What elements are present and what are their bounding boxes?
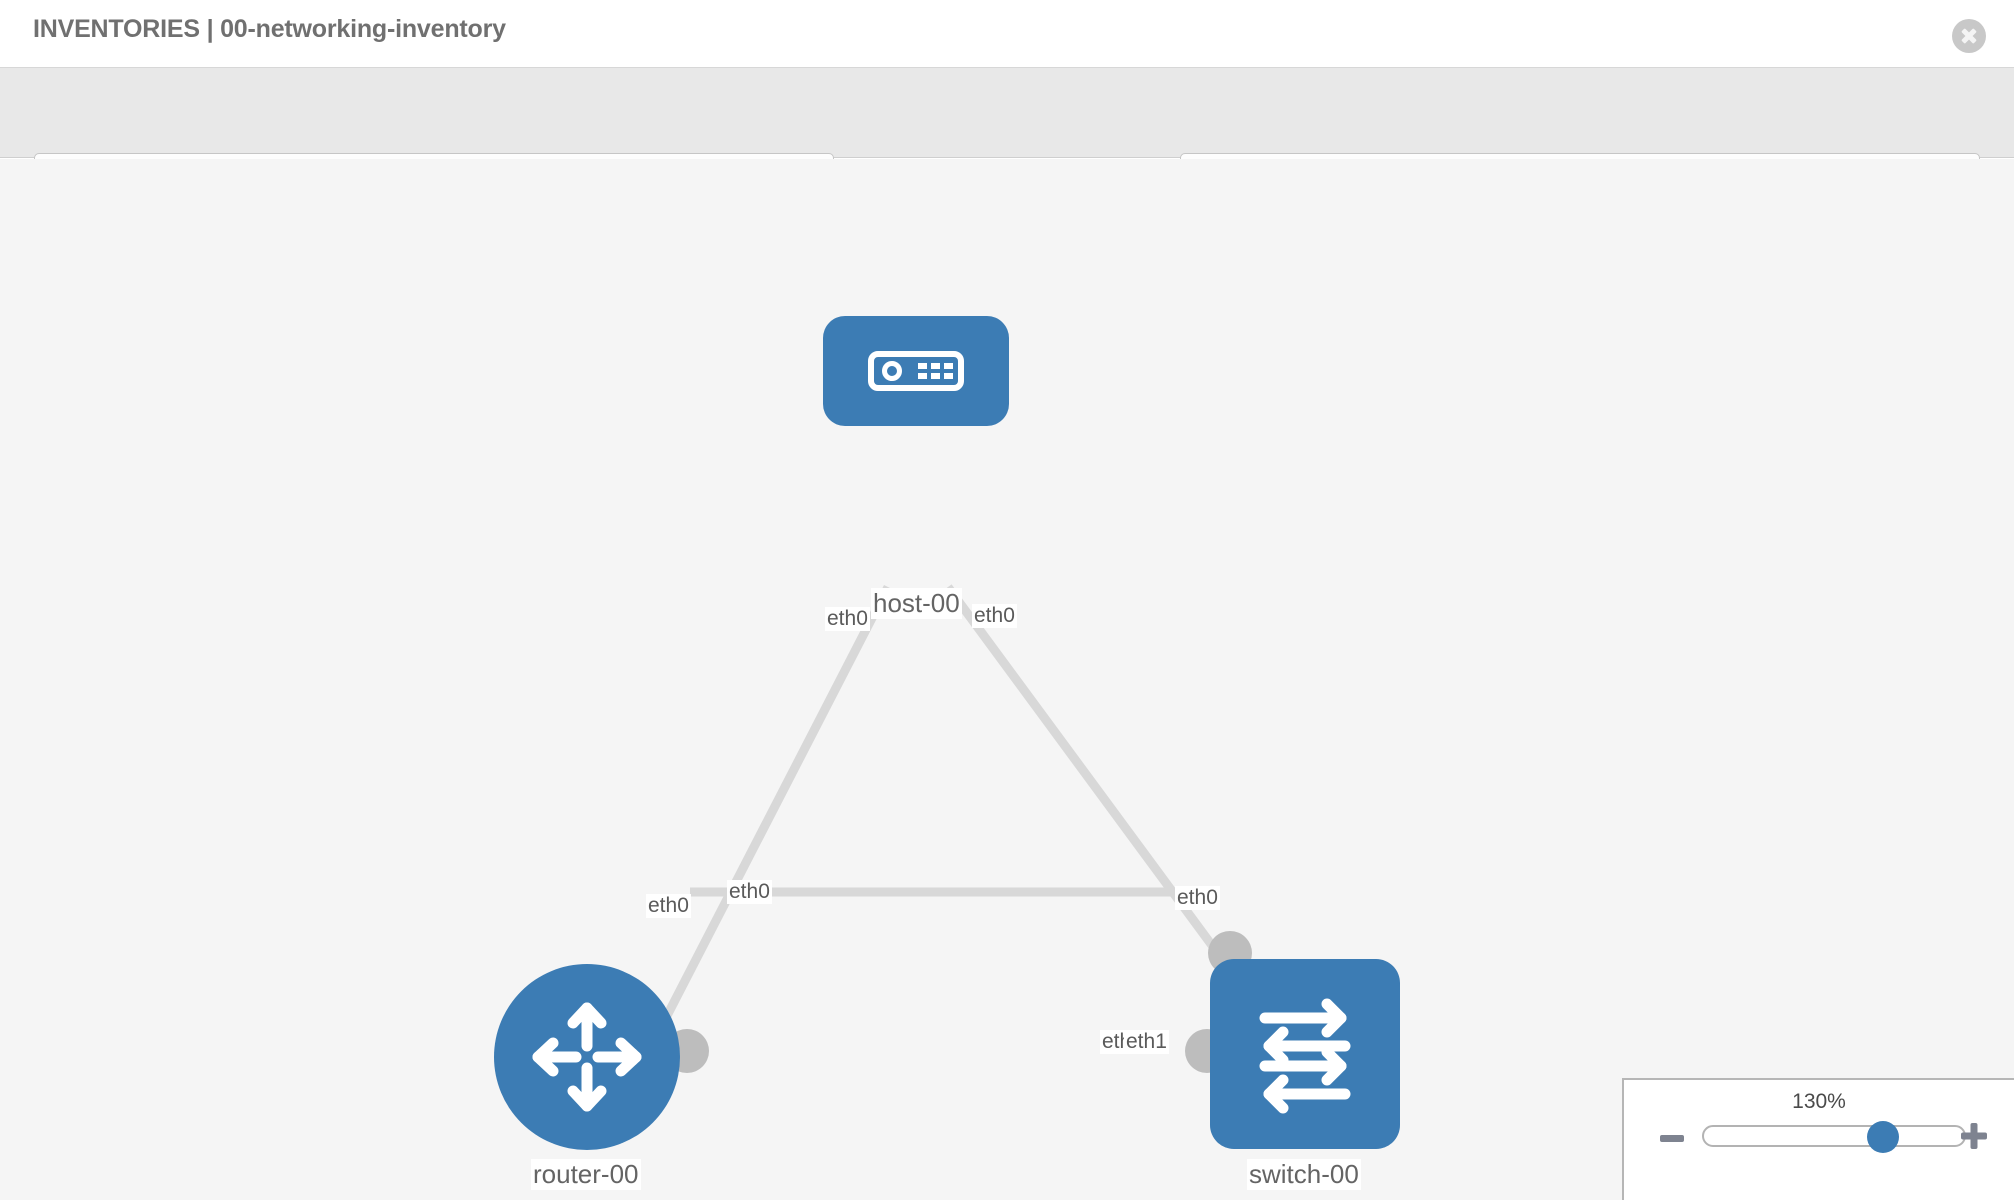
page-header: INVENTORIES | 00-networking-inventory [0,0,2014,68]
zoom-control-panel: 130% [1622,1078,2014,1200]
edge-label-switch-left-front: eth1 [1124,1030,1169,1054]
router-arrows-icon [532,1002,642,1112]
topology-canvas[interactable]: host-00 eth0 eth0 router-00 eth0 eth0 [0,159,2014,1200]
node-router-00[interactable] [494,964,680,1150]
switch-arrows-icon [1259,998,1351,1114]
plus-icon[interactable] [1960,1122,1988,1150]
close-icon[interactable] [1952,19,1986,53]
zoom-level-label: 130% [1792,1090,1846,1113]
edge-label-switch-up: eth0 [1175,886,1220,910]
edge-label-router-up: eth0 [646,894,691,918]
zoom-slider-track[interactable] [1702,1121,1966,1153]
node-switch-00[interactable] [1210,959,1400,1149]
server-icon [868,351,964,391]
minus-icon[interactable] [1660,1135,1684,1142]
router-node-shape[interactable] [494,964,680,1150]
edge-label-host-right: eth0 [972,604,1017,628]
node-host-00[interactable] [823,316,1009,426]
toolbar: ACTIONS SEARCH [0,68,2014,206]
node-label-switch-00: switch-00 [1247,1159,1361,1190]
node-label-host-00: host-00 [871,588,962,619]
edge-label-host-left: eth0 [825,607,870,631]
switch-node-shape[interactable] [1210,959,1400,1149]
edge-label-router-right: eth0 [727,880,772,904]
node-label-router-00: router-00 [531,1159,641,1190]
page-title: INVENTORIES | 00-networking-inventory [33,15,506,43]
zoom-slider-thumb[interactable] [1867,1121,1899,1153]
host-node-shape[interactable] [823,316,1009,426]
link-host-router[interactable] [651,584,892,1042]
